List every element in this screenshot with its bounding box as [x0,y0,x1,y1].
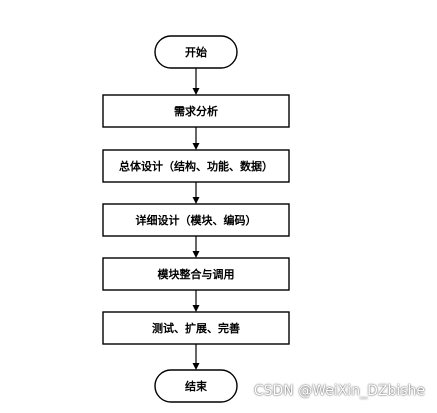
process-box [102,203,290,237]
node-label: 需求分析 [174,104,218,118]
node-label: 总体设计（结构、功能、数据） [119,159,273,173]
csdn-watermark: CSDN @WeiXin_DZbishe [253,383,425,399]
arrow-requirements-to-overall-design [192,127,200,150]
node-label: 详细设计（模块、编码） [136,213,257,227]
node-label: 开始 [185,45,207,59]
node-label: 测试、扩展、完善 [152,321,240,335]
arrow-integration-to-testing [192,290,200,312]
arrow-head [192,251,200,258]
arrow-testing-to-end [192,344,200,370]
arrow-detailed-design-to-integration [192,236,200,258]
flowchart-node-end: 结束 [154,369,238,403]
arrow-head [192,143,200,150]
arrow-head [192,305,200,312]
flowchart-node-start: 开始 [154,35,238,69]
flowchart-node-overall-design: 总体设计（结构、功能、数据） [102,149,290,183]
arrow-start-to-requirements [192,68,200,95]
node-label: 结束 [184,379,208,393]
flowchart-node-testing: 测试、扩展、完善 [102,311,290,345]
flowchart-node-requirements: 需求分析 [102,94,290,128]
arrow-overall-design-to-detailed-design [192,182,200,204]
process-box [102,94,290,128]
arrow-head [192,363,200,370]
flowchart-node-integration: 模块整合与调用 [102,257,290,291]
arrow-head [192,88,200,95]
node-label: 模块整合与调用 [158,267,235,281]
arrow-head [192,197,200,204]
flowchart-node-detailed-design: 详细设计（模块、编码） [102,203,290,237]
